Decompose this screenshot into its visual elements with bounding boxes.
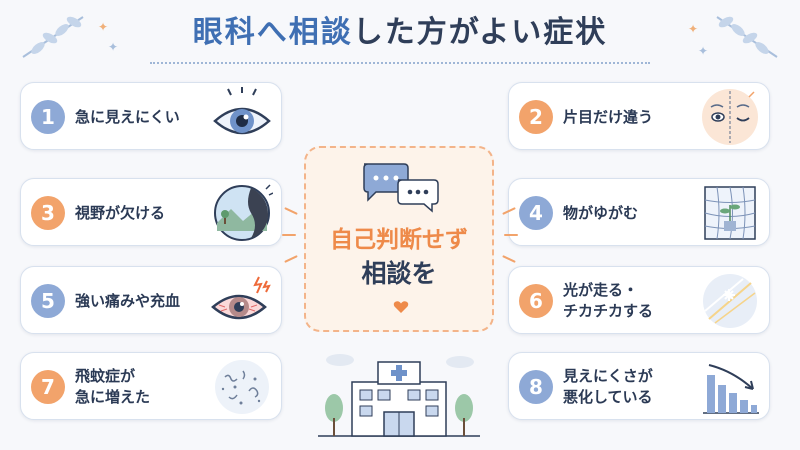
symptom-card-7: 7 飛蚊症が 急に増えた xyxy=(20,352,282,420)
item-label: 飛蚊症が 急に増えた xyxy=(75,367,151,406)
symptom-card-5: 5 強い痛みや充血 xyxy=(20,266,282,334)
light-flash-icon xyxy=(703,274,757,328)
floaters-icon xyxy=(215,360,269,414)
item-number: 7 xyxy=(31,370,65,404)
item-number: 3 xyxy=(31,196,65,230)
face-one-eye-icon xyxy=(702,89,758,145)
item-number: 8 xyxy=(519,370,553,404)
item-label-wrap: 飛蚊症が 急に増えた xyxy=(75,353,205,421)
center-line-2: 相談を xyxy=(361,259,437,288)
item-label-wrap: 視野が欠ける xyxy=(75,179,205,247)
sparkle-icon: ✦ xyxy=(108,40,119,54)
title-part-highlight: 眼科へ相談 xyxy=(192,15,353,50)
item-number: 2 xyxy=(519,100,553,134)
sparkle-icon: ✦ xyxy=(688,22,699,36)
chat-bubbles-icon xyxy=(363,163,439,213)
red-eye-icon xyxy=(211,276,271,320)
distorted-grid-icon xyxy=(704,186,756,240)
symptom-card-4: 4 物がゆがむ xyxy=(508,178,770,246)
ray-decoration xyxy=(282,234,296,236)
ray-decoration xyxy=(284,207,298,215)
item-label-wrap: 急に見えにくい xyxy=(75,83,205,151)
eye-icon xyxy=(213,87,271,135)
item-label: 光が走る・ チカチカする xyxy=(563,281,654,320)
hospital-building-icon xyxy=(318,354,480,437)
item-number: 4 xyxy=(519,196,553,230)
item-label: 片目だけ違う xyxy=(563,107,654,126)
leaf-sprig-left-icon xyxy=(22,16,84,58)
title-part-rest: した方がよい症状 xyxy=(352,15,608,50)
center-message-panel: 自己判断せず 相談を xyxy=(304,146,494,332)
ray-decoration xyxy=(504,234,518,236)
item-label-wrap: 光が走る・ チカチカする xyxy=(563,267,693,335)
symptom-card-3: 3 視野が欠ける xyxy=(20,178,282,246)
item-number: 6 xyxy=(519,284,553,318)
item-number: 5 xyxy=(31,284,65,318)
title-divider xyxy=(150,62,650,64)
ray-decoration xyxy=(502,255,516,263)
vision-loss-landscape-icon xyxy=(214,184,273,241)
item-label: 急に見えにくい xyxy=(75,107,180,126)
symptom-card-8: 8 見えにくさが 悪化している xyxy=(508,352,770,420)
item-label: 見えにくさが 悪化している xyxy=(563,367,653,406)
declining-bar-chart-icon xyxy=(703,364,759,414)
item-label: 視野が欠ける xyxy=(75,203,166,222)
page-title: 眼科へ相談した方がよい症状 xyxy=(193,8,608,58)
item-label-wrap: 見えにくさが 悪化している xyxy=(563,353,693,421)
leaf-sprig-right-icon xyxy=(716,16,778,58)
symptom-card-2: 2 片目だけ違う xyxy=(508,82,770,150)
sparkle-icon: ✦ xyxy=(698,44,709,58)
item-label-wrap: 片目だけ違う xyxy=(563,83,693,151)
sparkle-icon: ✦ xyxy=(98,20,109,34)
item-number: 1 xyxy=(31,100,65,134)
center-line-1: 自己判断せず xyxy=(330,227,468,253)
item-label: 強い痛みや充血 xyxy=(75,291,181,310)
item-label-wrap: 物がゆがむ xyxy=(563,179,693,247)
item-label-wrap: 強い痛みや充血 xyxy=(75,267,205,335)
symptom-card-1: 1 急に見えにくい xyxy=(20,82,282,150)
symptom-card-6: 6 光が走る・ チカチカする xyxy=(508,266,770,334)
heart-icon xyxy=(393,301,409,313)
ray-decoration xyxy=(284,255,298,263)
title-area: 眼科へ相談した方がよい症状 xyxy=(0,8,800,64)
item-label: 物がゆがむ xyxy=(563,203,639,222)
